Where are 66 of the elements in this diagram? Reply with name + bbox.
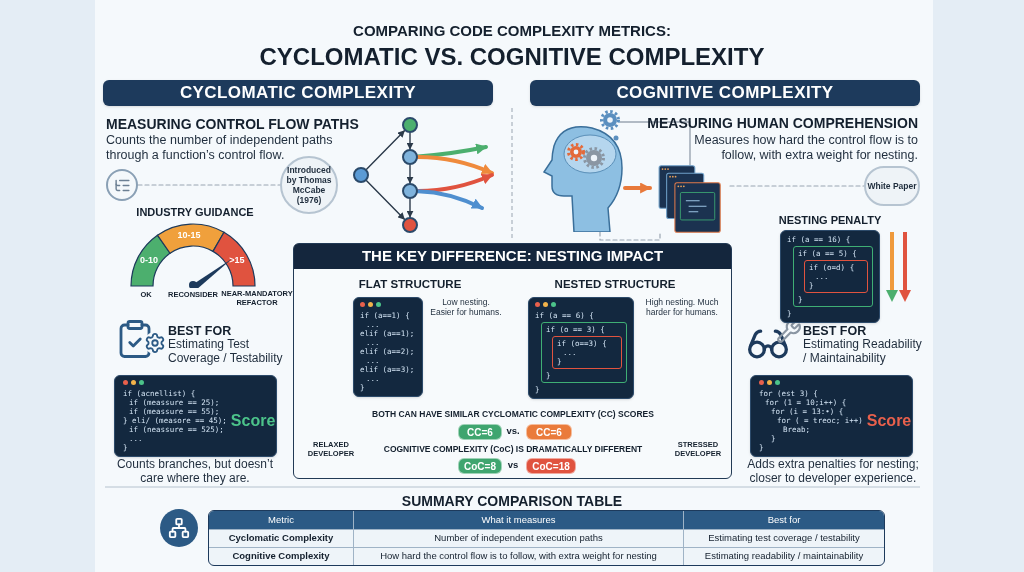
statement-text: BOTH CAN HAVE SIMILAR CYCLOMATIC COMPLEXITY (CC) SCORES <box>371 408 655 421</box>
note-text: Low nesting. Easier for humans. <box>430 297 502 317</box>
header-band: COGNITIVE COMPLEXITY <box>530 80 920 106</box>
nested-block <box>552 336 622 369</box>
nested-block <box>793 246 873 307</box>
title-line: CYCLOMATIC VS. COGNITIVE COMPLEXITY <box>258 42 766 72</box>
gauge-value: 0-10 <box>139 254 159 267</box>
title-line: COMPARING CODE COMPLEXITY METRICS: <box>352 21 672 41</box>
arrow <box>365 180 406 220</box>
versus-text: vs. <box>505 424 521 438</box>
table-cell: Number of independent execution paths <box>353 529 683 547</box>
section-heading: NESTED STRUCTURE <box>553 277 677 292</box>
head-gears-drawing <box>540 110 625 232</box>
nested-block <box>541 322 627 383</box>
arrow <box>406 198 414 218</box>
statement-text: COGNITIVE COMPLEXITY (CoC) IS DRAMATICALLY DIFFERENT <box>382 443 644 456</box>
comparison-panel <box>293 243 732 479</box>
score-badge: CC=6 <box>526 424 572 440</box>
versus-text: vs <box>506 458 520 472</box>
connector-line <box>619 121 691 166</box>
header-cell: What it measures <box>353 511 683 529</box>
gauge-value: 10-15 <box>176 229 202 242</box>
code-window <box>353 297 423 397</box>
section-heading: FLAT STRUCTURE <box>357 277 463 292</box>
score-badge: CC=6 <box>458 424 502 440</box>
description-text: Measures how hard the control flow is to follow, with extra weight for nesting. <box>693 133 918 163</box>
best-for-heading: BEST FOR <box>168 323 233 339</box>
table-cell: Cognitive Complexity <box>209 547 353 565</box>
table-cell: How hard the control flow is to follow, with extra weight for nesting <box>353 547 683 565</box>
best-for-heading: BEST FOR <box>803 323 868 339</box>
note-text: High nesting. Much harder for humans. <box>644 297 720 317</box>
connector-line <box>599 231 661 241</box>
score-badge: CoC=18 <box>526 458 576 474</box>
code-window <box>780 230 880 323</box>
summary-note: Counts branches, but doesn’t care where they are. <box>115 457 275 485</box>
subheading: MEASURING HUMAN COMPREHENSION <box>646 114 918 133</box>
gauge-value: >15 <box>228 254 246 267</box>
header-cell: Best for <box>683 511 884 529</box>
thick-arrow <box>416 143 488 159</box>
score-badge: CoC=8 <box>458 458 502 474</box>
arrow <box>406 164 414 184</box>
table-title: SUMMARY COMPARISON TABLE <box>400 492 624 511</box>
thick-arrow <box>416 155 494 175</box>
header-cell: Metric <box>209 511 353 529</box>
code-window <box>114 375 277 457</box>
table-cell: Estimating test coverage / testability <box>683 529 884 547</box>
best-for-text: Estimating Test Coverage / Testability <box>168 337 284 365</box>
table-cell: Cyclomatic Complexity <box>209 529 353 547</box>
score-label: Score <box>230 410 276 431</box>
thick-arrow <box>623 182 652 194</box>
nested-block <box>804 260 868 293</box>
section-heading: INDUSTRY GUIDANCE <box>135 205 255 220</box>
table-cell: Estimating readability / maintainability <box>683 547 884 565</box>
connector-line <box>729 185 865 187</box>
panel-header: THE KEY DIFFERENCE: NESTING IMPACT <box>294 244 731 269</box>
arrow <box>365 130 406 170</box>
connector-line <box>137 184 281 186</box>
best-for-text: Estimating Readability / Maintainability <box>803 337 923 365</box>
arrow <box>406 132 414 150</box>
score-label: Score <box>866 410 912 431</box>
header-band: CYCLOMATIC COMPLEXITY <box>103 80 493 106</box>
summary-note: Adds extra penalties for nesting; closer to developer experience. <box>746 457 920 485</box>
section-heading: NESTING PENALTY <box>777 213 883 228</box>
code-window <box>528 297 634 399</box>
thick-arrow <box>416 189 484 210</box>
code-window <box>750 375 913 457</box>
